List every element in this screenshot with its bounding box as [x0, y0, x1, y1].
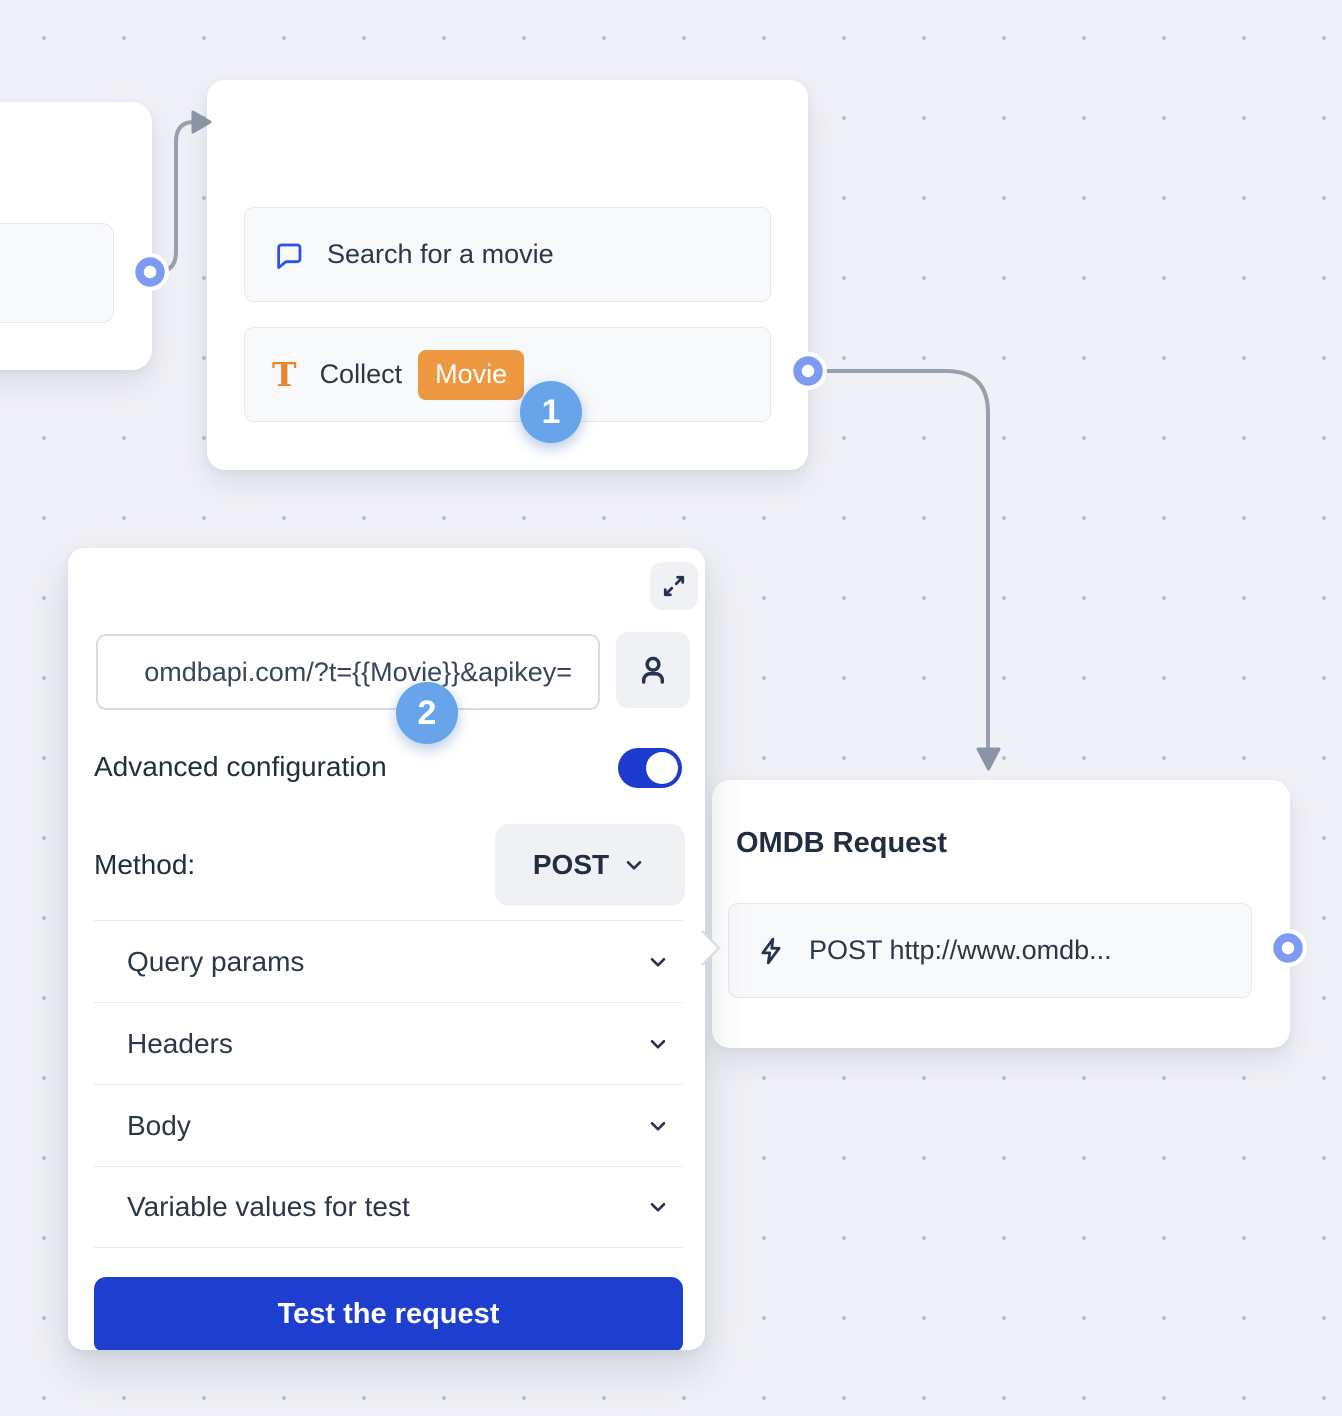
- step-badge-2: 2: [396, 682, 458, 744]
- node-title: OMDB Request: [736, 827, 948, 859]
- webhook-config-panel: omdbapi.com/?t={{Movie}}&apikey= Advance…: [68, 548, 705, 1350]
- toggle-knob: [646, 752, 678, 784]
- partial-node-card[interactable]: [0, 102, 152, 370]
- url-value: omdbapi.com/?t={{Movie}}&apikey=: [144, 656, 572, 687]
- connector-movie-to-omdb: [806, 369, 990, 750]
- omdb-request-node[interactable]: OMDB Request POST http://www.omdb...: [712, 780, 1290, 1048]
- person-icon: [635, 652, 671, 688]
- partial-node-item[interactable]: [0, 223, 114, 323]
- chevron-down-icon: [645, 1113, 671, 1139]
- chevron-down-icon: [621, 852, 647, 878]
- step-badge-1: 1: [520, 381, 582, 443]
- lightning-icon: [756, 936, 786, 966]
- chevron-down-icon: [645, 1194, 671, 1220]
- method-select[interactable]: POST: [495, 824, 685, 906]
- variable-badge[interactable]: Movie: [418, 349, 525, 400]
- collect-block-label: Collect: [319, 359, 403, 389]
- variable-insert-button[interactable]: [616, 632, 690, 708]
- chevron-down-icon: [645, 1031, 671, 1057]
- webhook-block[interactable]: POST http://www.omdb...: [728, 903, 1252, 998]
- test-request-button[interactable]: Test the request: [94, 1277, 683, 1350]
- expand-icon: [659, 571, 689, 601]
- section-headers[interactable]: Headers: [94, 1002, 683, 1084]
- section-variable-values[interactable]: Variable values for test: [94, 1166, 683, 1248]
- connector-into-movie-node: [148, 120, 198, 274]
- question-block-label: Search for a movie: [327, 239, 554, 269]
- collect-block[interactable]: T Collect Movie: [244, 327, 771, 422]
- method-value: POST: [532, 849, 610, 880]
- expand-button[interactable]: [650, 562, 698, 610]
- chevron-down-icon: [645, 949, 671, 975]
- movie-search-node[interactable]: Movie search Search for a movie T Collec…: [207, 80, 808, 470]
- section-query-params[interactable]: Query params: [94, 920, 683, 1002]
- webhook-block-label: POST http://www.omdb...: [809, 935, 1112, 965]
- chat-bubble-icon: [272, 239, 304, 271]
- url-input[interactable]: omdbapi.com/?t={{Movie}}&apikey=: [96, 634, 600, 710]
- text-input-icon: T: [272, 355, 297, 394]
- arrowhead-down: [976, 747, 1001, 771]
- method-label: Method:: [94, 849, 196, 880]
- advanced-configuration-label: Advanced configuration: [94, 751, 387, 782]
- section-body[interactable]: Body: [94, 1084, 683, 1166]
- accordion-sections: Query params Headers Body Variable value…: [94, 920, 683, 1248]
- question-block[interactable]: Search for a movie: [244, 207, 771, 302]
- advanced-configuration-toggle[interactable]: [618, 748, 682, 788]
